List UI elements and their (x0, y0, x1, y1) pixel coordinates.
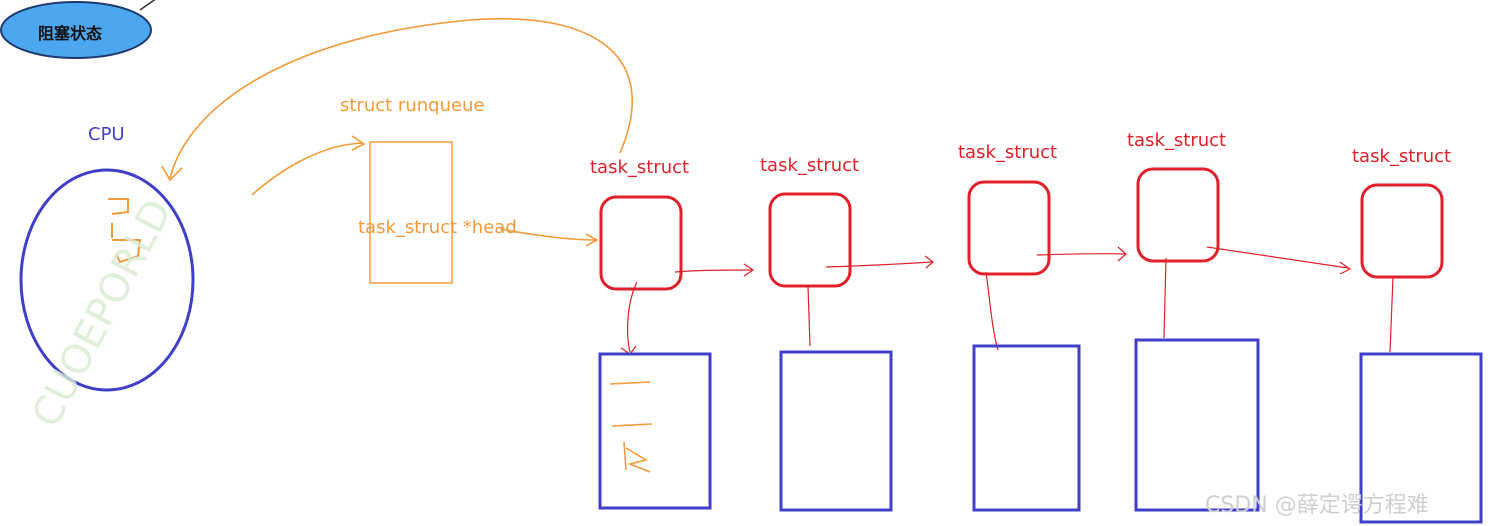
data-box-scribble (609, 381, 653, 473)
task-data-box-3 (972, 344, 1081, 512)
task-to-data-links (620, 257, 1394, 355)
head-pointer-arrow (499, 228, 597, 241)
current-pointer-arrowhead (161, 165, 183, 182)
task-struct-node-2 (768, 192, 852, 288)
task-data-box-1 (598, 352, 712, 510)
task-struct-node-1 (599, 195, 683, 291)
task-data-box-2 (779, 350, 893, 512)
blocked-state-pointer (139, 0, 156, 11)
task-struct-label-1: task_struct (590, 157, 690, 178)
runqueue-title: struct runqueue (340, 95, 485, 116)
task-struct-label-4: task_struct (1127, 130, 1227, 151)
head-pointer-arrowhead (585, 233, 599, 247)
cpu-ellipse (19, 168, 195, 392)
diagonal-watermark: CUOEPORLD (23, 192, 181, 435)
task-struct-node-4 (1136, 167, 1220, 263)
task-struct-node-3 (967, 180, 1051, 276)
csdn-watermark: CSDN @薛定谔方程难 (1205, 493, 1429, 518)
cpu-label: CPU (88, 124, 125, 145)
task-struct-label-3: task_struct (958, 142, 1058, 163)
cpu-to-runqueue-arrowhead (351, 135, 366, 151)
task-data-box-4 (1134, 338, 1260, 512)
blocked-state-ellipse (0, 1, 152, 59)
cpu-scribble (108, 198, 142, 264)
runqueue-head-field: task_struct *head (358, 217, 517, 238)
task-struct-label-5: task_struct (1352, 146, 1452, 167)
blocked-state-label: 阻塞状态 (38, 24, 103, 43)
next-pointer-links (674, 246, 1352, 277)
task-struct-label-2: task_struct (760, 155, 860, 176)
task-struct-node-5 (1360, 183, 1444, 279)
current-pointer-arc (169, 18, 633, 179)
cpu-to-runqueue-arrow (251, 142, 363, 196)
task-data-box-5 (1359, 352, 1483, 524)
runqueue-box (369, 141, 453, 284)
